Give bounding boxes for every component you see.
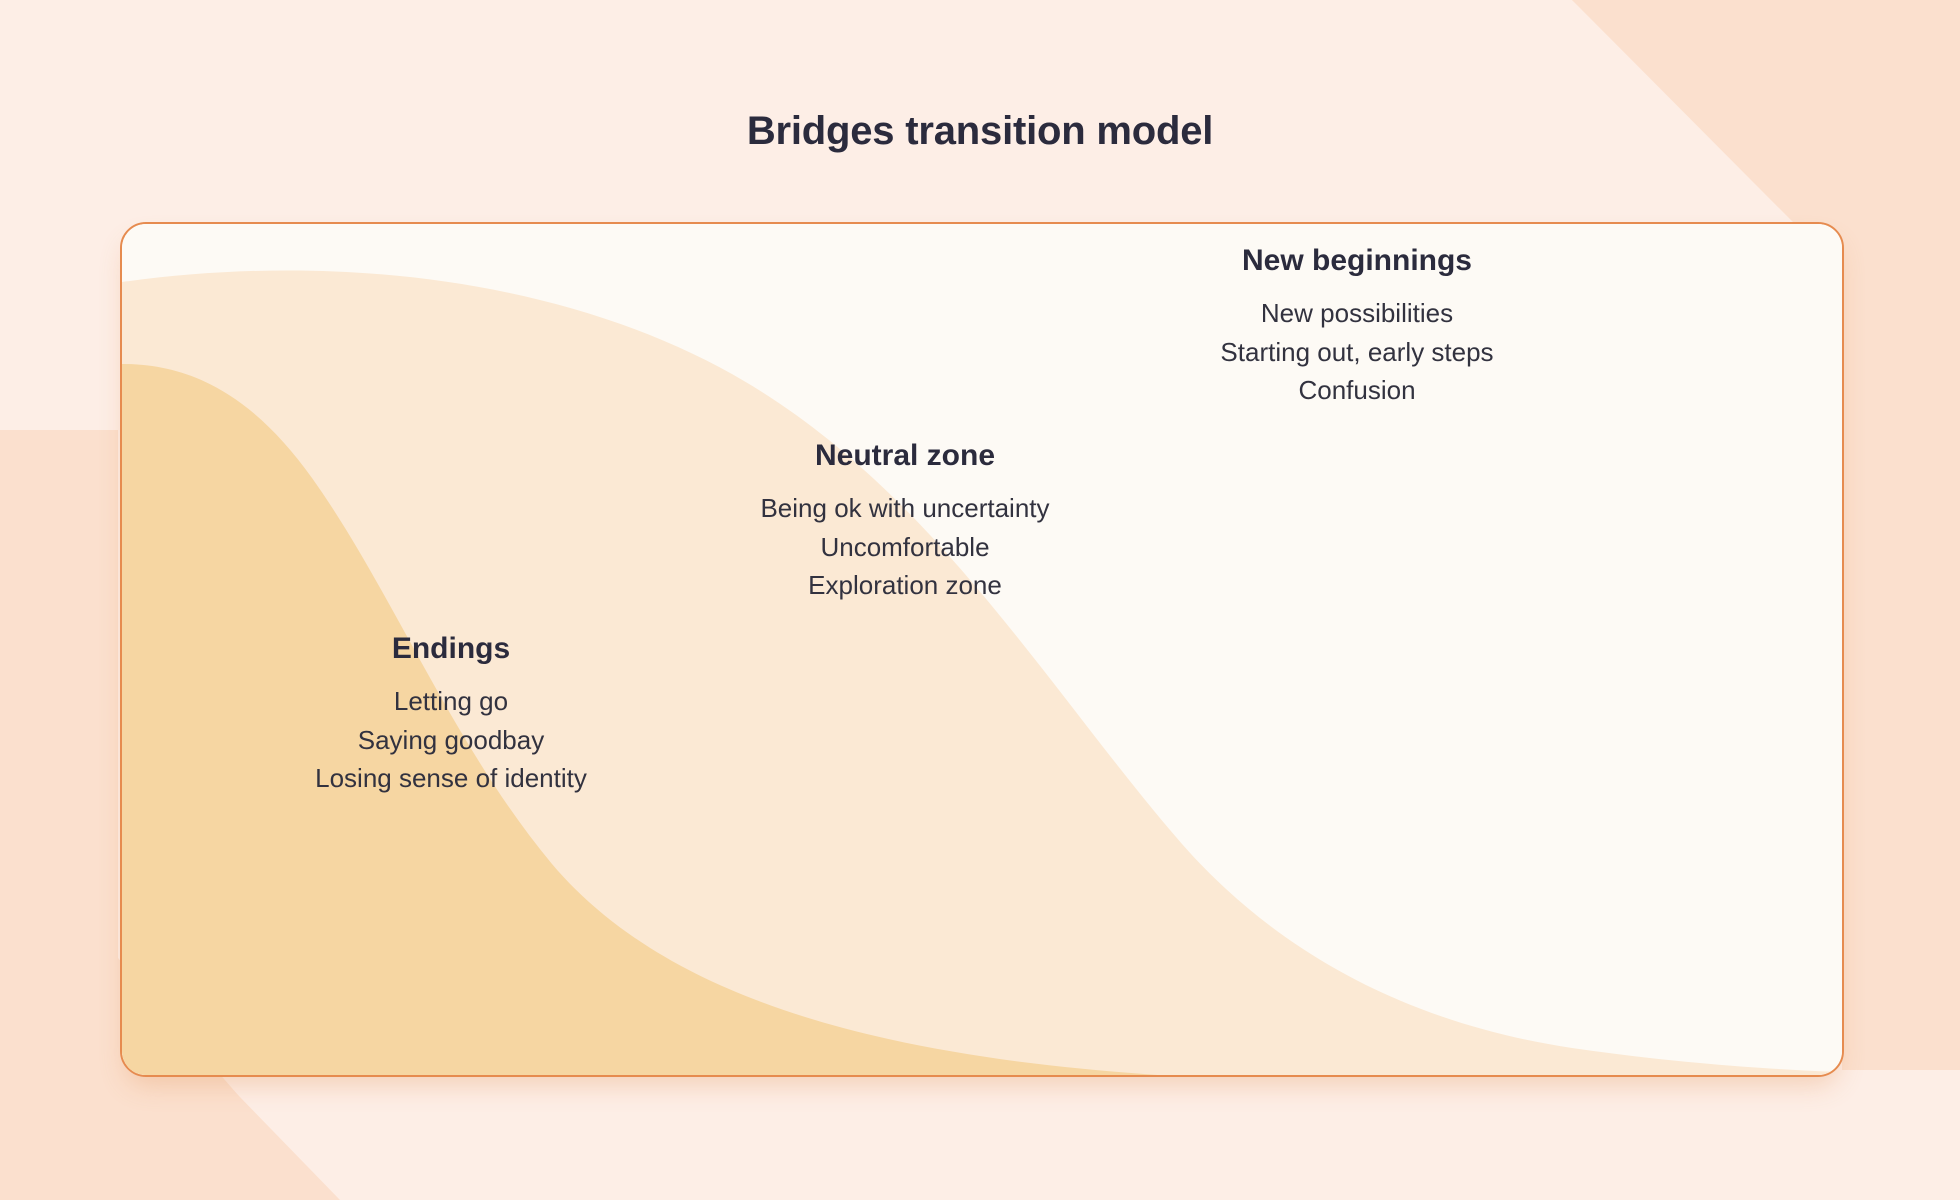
transition-model-card: Endings Letting go Saying goodbay Losing… [120, 222, 1844, 1077]
transition-wave-chart [122, 224, 1842, 1075]
phase-heading-neutral-zone: Neutral zone [814, 439, 996, 472]
phase-line-new-beginnings-3: Confusion [1298, 375, 1416, 405]
phase-line-neutral-zone-2: Uncomfortable [820, 531, 990, 562]
phase-block-neutral-zone: Neutral zone Being ok with uncertainty U… [640, 439, 1170, 605]
phase-line-endings-2: Saying goodbay [357, 724, 545, 755]
phase-block-new-beginnings: New beginnings New possibilities Startin… [1092, 244, 1622, 410]
phase-line-neutral-zone-1: Being ok with uncertainty [760, 493, 1050, 523]
phase-block-endings: Endings Letting go Saying goodbay Losing… [186, 632, 716, 798]
phase-line-endings-3: Losing sense of identity [315, 763, 587, 793]
page-title: Bridges transition model [746, 108, 1214, 153]
phase-line-new-beginnings-1: New possibilities [1260, 298, 1454, 328]
phase-line-new-beginnings-2: Starting out, early steps [1220, 336, 1494, 367]
phase-line-neutral-zone-3: Exploration zone [808, 570, 1002, 600]
wave-endings [122, 364, 1842, 1075]
phase-heading-new-beginnings: New beginnings [1241, 244, 1472, 277]
phase-heading-endings: Endings [391, 632, 511, 665]
phase-line-endings-1: Letting go [393, 686, 509, 716]
